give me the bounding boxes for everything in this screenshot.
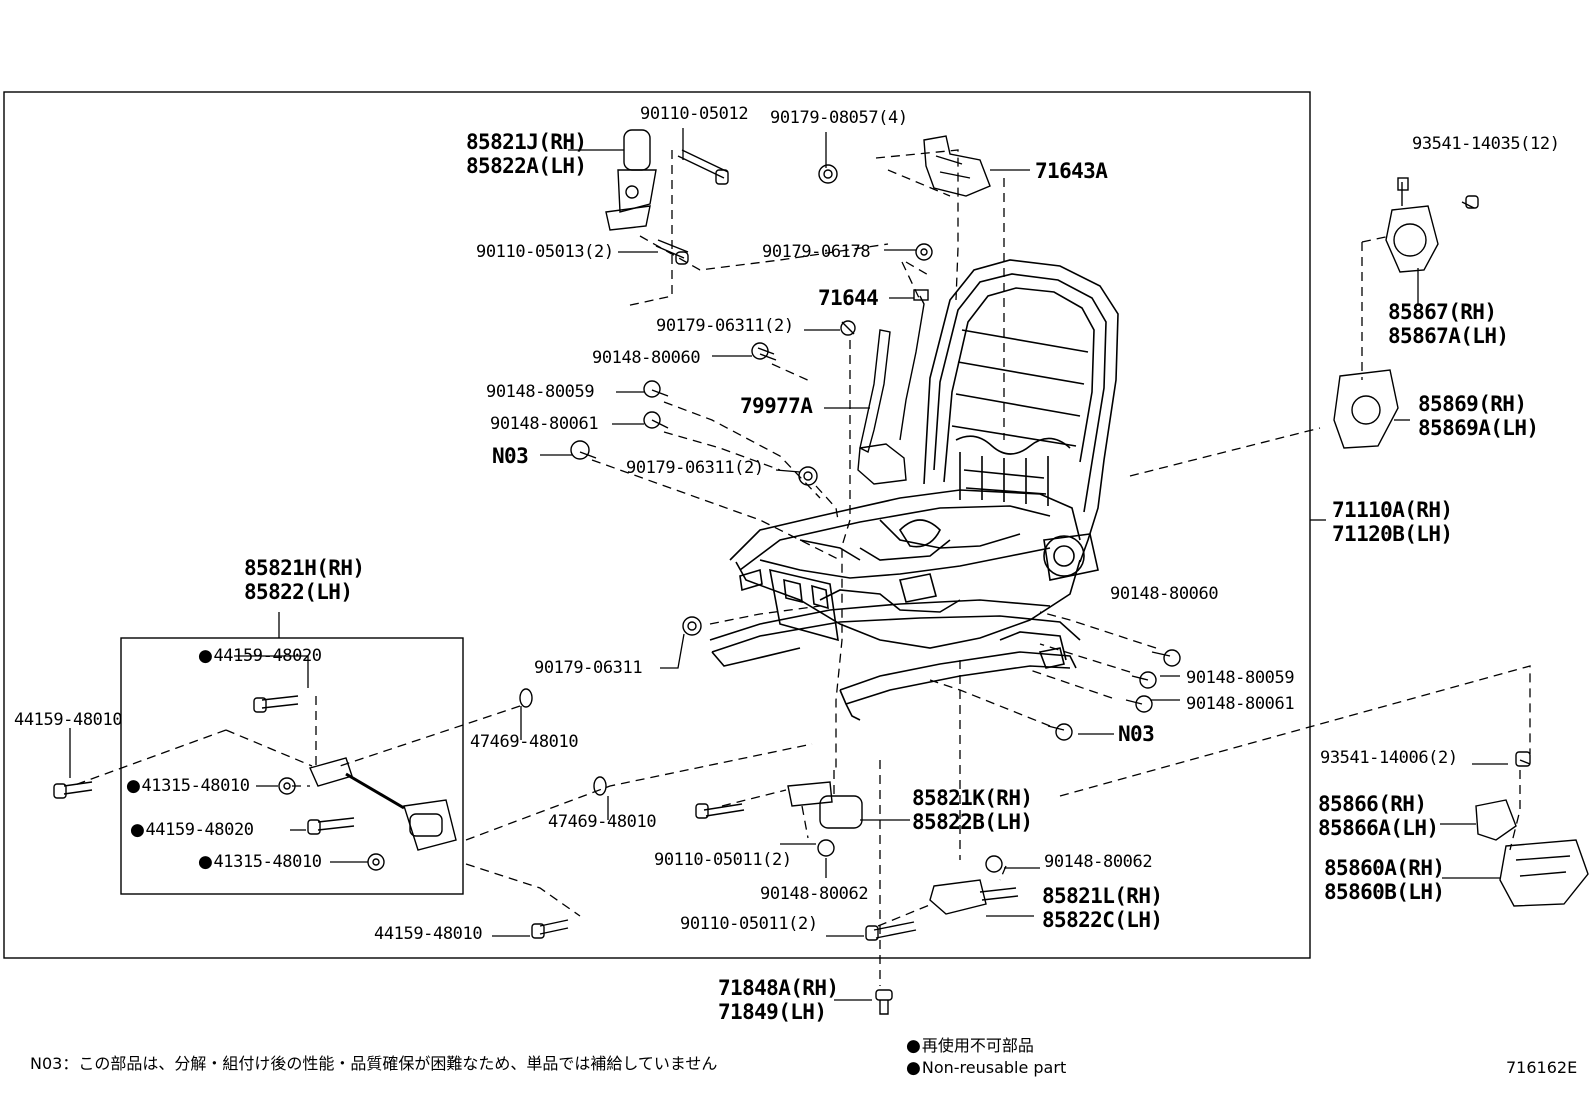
label-85821K: 85821K(RH) <box>912 786 1033 810</box>
label-85869: 85869(RH) <box>1418 392 1527 416</box>
label-71848A: 71848A(RH) <box>718 976 839 1000</box>
label-90179-08057: 90179-08057(4) <box>770 108 908 128</box>
label-90148-80059-a: 90148-80059 <box>486 382 595 402</box>
label-85821J: 85821J(RH) <box>466 130 587 154</box>
label-85822B: 85822B(LH) <box>912 810 1033 834</box>
label-71643A: 71643A <box>1035 159 1108 183</box>
legend-japanese: 再使用不可部品 <box>906 1032 1034 1056</box>
label-90148-80061-a: 90148-80061 <box>490 414 599 434</box>
label-90110-05011-b: 90110-05011(2) <box>680 914 818 934</box>
label-85822C: 85822C(LH) <box>1042 908 1163 932</box>
label-93541-14035: 93541-14035(12) <box>1412 134 1560 154</box>
legend-english: Non-reusable part <box>906 1058 1066 1078</box>
label-90110-05013: 90110-05013(2) <box>476 242 614 262</box>
label-85860A: 85860A(RH) <box>1324 856 1445 880</box>
label-N03-a: N03 <box>492 444 529 468</box>
small-parts <box>53 129 1589 1015</box>
label-85869A: 85869A(LH) <box>1418 416 1539 440</box>
label-90148-80060-b: 90148-80060 <box>1110 584 1219 604</box>
label-90179-06311-a: 90179-06311(2) <box>656 316 794 336</box>
label-90179-06311-b: 90179-06311(2) <box>626 458 764 478</box>
label-85867: 85867(RH) <box>1388 300 1497 324</box>
seat-frame-drawing <box>709 259 1119 721</box>
label-71120B: 71120B(LH) <box>1332 522 1453 546</box>
label-71644: 71644 <box>818 286 879 310</box>
label-N03-b: N03 <box>1118 722 1155 746</box>
label-90148-80062-a: 90148-80062 <box>760 884 869 904</box>
label-85866: 85866(RH) <box>1318 792 1427 816</box>
leader-lines <box>69 128 1508 1001</box>
label-90148-80061-b: 90148-80061 <box>1186 694 1295 714</box>
label-41315-48010-b: 41315-48010 <box>198 852 322 872</box>
label-71849: 71849(LH) <box>718 1000 827 1024</box>
label-90148-80059-b: 90148-80059 <box>1186 668 1295 688</box>
label-79977A: 79977A <box>740 394 813 418</box>
label-44159-48020-b: 44159-48020 <box>130 820 254 840</box>
label-85821H: 85821H(RH) <box>244 556 365 580</box>
label-85822A: 85822A(LH) <box>466 154 587 178</box>
label-85866A: 85866A(LH) <box>1318 816 1439 840</box>
label-90148-80060-a: 90148-80060 <box>592 348 701 368</box>
motor-subassembly-box <box>120 637 464 895</box>
diagram-id: 716162E <box>1506 1058 1578 1077</box>
label-90110-05012: 90110-05012 <box>640 104 749 124</box>
label-90148-80062-b: 90148-80062 <box>1044 852 1153 872</box>
label-44159-48010-a: 44159-48010 <box>14 710 123 730</box>
label-47469-48010-b: 47469-48010 <box>548 812 657 832</box>
dashed-lines <box>71 149 1531 986</box>
assembly-frame <box>3 91 1311 959</box>
label-85821L: 85821L(RH) <box>1042 884 1163 908</box>
label-85822: 85822(LH) <box>244 580 353 604</box>
label-90110-05011-a: 90110-05011(2) <box>654 850 792 870</box>
label-90179-06178: 90179-06178 <box>762 242 871 262</box>
label-41315-48010-a: 41315-48010 <box>126 776 250 796</box>
label-44159-48020-a: 44159-48020 <box>198 646 322 666</box>
label-90179-06311-c: 90179-06311 <box>534 658 643 678</box>
label-93541-14006: 93541-14006(2) <box>1320 748 1458 768</box>
footnote-n03: N03：この部品は、分解・組付け後の性能・品質確保が困難なため、単品では補給して… <box>30 1054 718 1073</box>
label-85867A: 85867A(LH) <box>1388 324 1509 348</box>
label-85860B: 85860B(LH) <box>1324 880 1445 904</box>
label-71110A: 71110A(RH) <box>1332 498 1453 522</box>
label-44159-48010-b: 44159-48010 <box>374 924 483 944</box>
label-47469-48010-a: 47469-48010 <box>470 732 579 752</box>
